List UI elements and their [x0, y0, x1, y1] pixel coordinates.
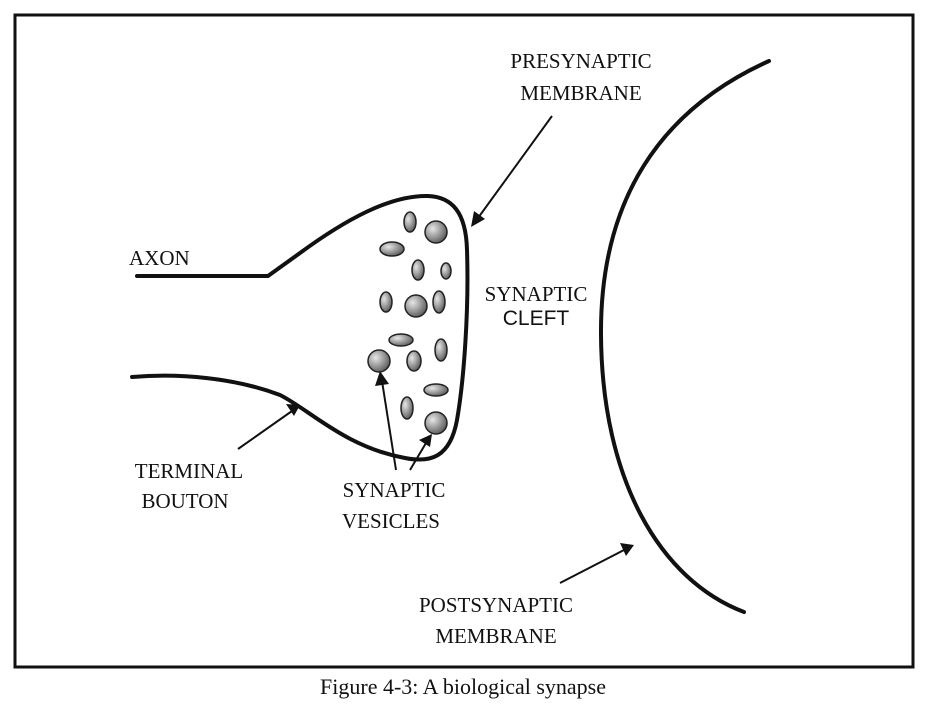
vesicle — [367, 349, 391, 373]
vesicle — [434, 338, 448, 362]
axon-label: AXON — [129, 246, 190, 270]
vesicles-arrow-1 — [375, 371, 397, 471]
vesicle — [440, 262, 452, 280]
vesicle — [379, 241, 405, 257]
vesicle — [423, 383, 449, 397]
vesicle — [411, 259, 425, 281]
postsynaptic-arrow — [559, 543, 634, 584]
terminal-bouton-label-line1: TERMINAL — [135, 459, 244, 483]
vesicle — [432, 290, 446, 314]
vesicle — [424, 411, 448, 435]
axon-bouton-outline — [130, 193, 470, 462]
figure-caption: Figure 4-3: A biological synapse — [320, 674, 606, 699]
postsynaptic-label-line2: MEMBRANE — [435, 624, 556, 648]
vesicle — [379, 291, 393, 313]
cleft-label-line2: CLEFT — [503, 307, 570, 330]
terminal-bouton-label-line2: BOUTON — [141, 489, 228, 513]
cleft-label-line1: SYNAPTIC — [485, 282, 588, 306]
vesicles-arrow-2 — [409, 434, 432, 471]
vesicle — [406, 350, 422, 372]
presynaptic-label-line1: PRESYNAPTIC — [510, 49, 651, 73]
terminal-bouton-arrow — [237, 404, 300, 450]
vesicles-label-line1: SYNAPTIC — [343, 478, 446, 502]
vesicles-label-line2: VESICLES — [342, 509, 440, 533]
vesicle — [388, 333, 414, 347]
postsynaptic-label-line1: POSTSYNAPTIC — [419, 593, 573, 617]
presynaptic-arrow — [471, 115, 553, 227]
vesicle — [404, 294, 428, 318]
vesicle — [403, 211, 417, 233]
postsynaptic-membrane — [598, 59, 771, 614]
vesicle — [424, 220, 448, 244]
synaptic-vesicles — [367, 211, 452, 435]
vesicle — [400, 396, 414, 420]
presynaptic-label-line2: MEMBRANE — [520, 81, 641, 105]
